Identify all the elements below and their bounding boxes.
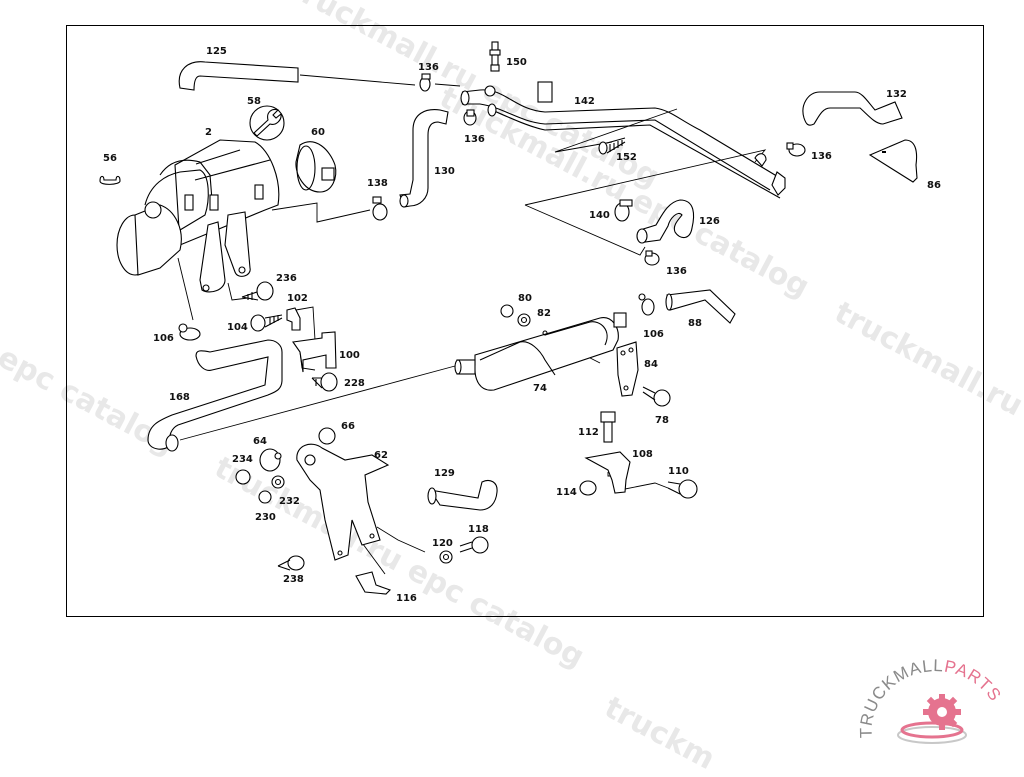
part-150-fitting[interactable] xyxy=(489,41,501,72)
label-66: 66 xyxy=(341,421,355,432)
part-110-bolt[interactable] xyxy=(667,479,698,499)
part-66-nut[interactable] xyxy=(318,427,336,445)
part-234-nut[interactable] xyxy=(235,469,251,485)
label-138: 138 xyxy=(367,178,388,189)
label-60: 60 xyxy=(311,127,325,138)
part-108-bracket[interactable] xyxy=(584,451,631,494)
part-104-bolt[interactable] xyxy=(250,314,283,332)
part-88-hose[interactable] xyxy=(665,289,736,324)
part-118-bolt[interactable] xyxy=(459,536,489,554)
label-238: 238 xyxy=(283,574,304,585)
part-129-hose[interactable] xyxy=(427,479,498,511)
label-58: 58 xyxy=(247,96,261,107)
label-102: 102 xyxy=(287,293,308,304)
label-62: 62 xyxy=(374,450,388,461)
label-106: 106 xyxy=(643,329,664,340)
label-150: 150 xyxy=(506,57,527,68)
truckmallparts-logo[interactable]: TRUCKMALLPARTS xyxy=(850,650,1024,750)
part-116-clip[interactable] xyxy=(355,571,392,595)
part-106-clamp[interactable] xyxy=(638,293,655,316)
part-142-pipe-assembly[interactable] xyxy=(460,81,786,199)
label-84: 84 xyxy=(644,359,658,370)
part-64-rubber-mount[interactable] xyxy=(259,448,282,472)
part-58-tool-symbol xyxy=(249,105,285,141)
part-100-bracket[interactable] xyxy=(292,331,337,373)
part-labels: 125 136 150 142 132 58 2 60 136 152 136 … xyxy=(103,46,941,604)
part-136-clamp[interactable] xyxy=(463,109,477,126)
part-230-nut[interactable] xyxy=(258,490,272,504)
part-126-hose[interactable] xyxy=(636,199,695,244)
label-152: 152 xyxy=(616,152,637,163)
label-232: 232 xyxy=(279,496,300,507)
label-136: 136 xyxy=(464,134,485,145)
label-136: 136 xyxy=(666,266,687,277)
label-106: 106 xyxy=(153,333,174,344)
label-78: 78 xyxy=(655,415,669,426)
part-78-bolt[interactable] xyxy=(642,386,671,407)
part-114-nut[interactable] xyxy=(579,480,597,496)
label-110: 110 xyxy=(668,466,689,477)
part-238-screw[interactable] xyxy=(277,555,305,571)
part-102-clip[interactable] xyxy=(286,307,301,331)
label-88: 88 xyxy=(688,318,702,329)
part-112-bolt[interactable] xyxy=(600,411,616,443)
label-108: 108 xyxy=(632,449,653,460)
label-230: 230 xyxy=(255,512,276,523)
label-82: 82 xyxy=(537,308,551,319)
part-132-hose[interactable] xyxy=(802,91,903,126)
label-142: 142 xyxy=(574,96,595,107)
label-234: 234 xyxy=(232,454,253,465)
label-2: 2 xyxy=(205,127,212,138)
diagram-frame xyxy=(66,25,984,617)
exploded-parts-diagram: 125 136 150 142 132 58 2 60 136 152 136 … xyxy=(99,41,941,604)
gear-icon xyxy=(897,694,967,744)
part-86-bracket[interactable] xyxy=(868,139,918,183)
label-136: 136 xyxy=(418,62,439,73)
label-236: 236 xyxy=(276,273,297,284)
label-100: 100 xyxy=(339,350,360,361)
label-86: 86 xyxy=(927,180,941,191)
part-228-bolt[interactable] xyxy=(311,372,338,392)
label-116: 116 xyxy=(396,593,417,604)
part-84-bracket[interactable] xyxy=(616,341,639,397)
part-80-nut[interactable] xyxy=(500,304,514,318)
part-125-hose[interactable] xyxy=(178,61,299,91)
label-125: 125 xyxy=(206,46,227,57)
label-120: 120 xyxy=(432,538,453,549)
label-112: 112 xyxy=(578,427,599,438)
label-228: 228 xyxy=(344,378,365,389)
part-60-clamp-ring[interactable] xyxy=(295,141,337,193)
part-136-clamp[interactable] xyxy=(786,142,806,157)
part-56-clip[interactable] xyxy=(99,175,121,185)
part-82-washer[interactable] xyxy=(517,313,531,327)
label-126: 126 xyxy=(699,216,720,227)
label-56: 56 xyxy=(103,153,117,164)
part-168-hose[interactable] xyxy=(147,339,283,452)
label-168: 168 xyxy=(169,392,190,403)
part-140-clamp[interactable] xyxy=(614,199,633,222)
part-232-washer[interactable] xyxy=(271,475,285,489)
part-2-auxiliary-heater-unit[interactable] xyxy=(116,139,280,293)
label-104: 104 xyxy=(227,322,248,333)
label-130: 130 xyxy=(434,166,455,177)
label-114: 114 xyxy=(556,487,577,498)
label-129: 129 xyxy=(434,468,455,479)
label-132: 132 xyxy=(886,89,907,100)
part-138-clamp[interactable] xyxy=(372,196,388,221)
label-74: 74 xyxy=(533,383,547,394)
label-140: 140 xyxy=(589,210,610,221)
part-120-washer[interactable] xyxy=(439,550,453,564)
label-64: 64 xyxy=(253,436,267,447)
label-118: 118 xyxy=(468,524,489,535)
part-152-screw[interactable] xyxy=(598,137,626,155)
part-136-clamp[interactable] xyxy=(419,73,431,92)
part-236-screw[interactable] xyxy=(241,281,274,301)
label-80: 80 xyxy=(518,293,532,304)
part-74-heater-body[interactable] xyxy=(454,312,627,391)
part-106-clamp[interactable] xyxy=(178,323,201,341)
part-136-clamp[interactable] xyxy=(644,250,660,266)
label-136: 136 xyxy=(811,151,832,162)
part-130-hose[interactable] xyxy=(399,109,449,208)
part-62-bracket[interactable] xyxy=(296,443,390,561)
